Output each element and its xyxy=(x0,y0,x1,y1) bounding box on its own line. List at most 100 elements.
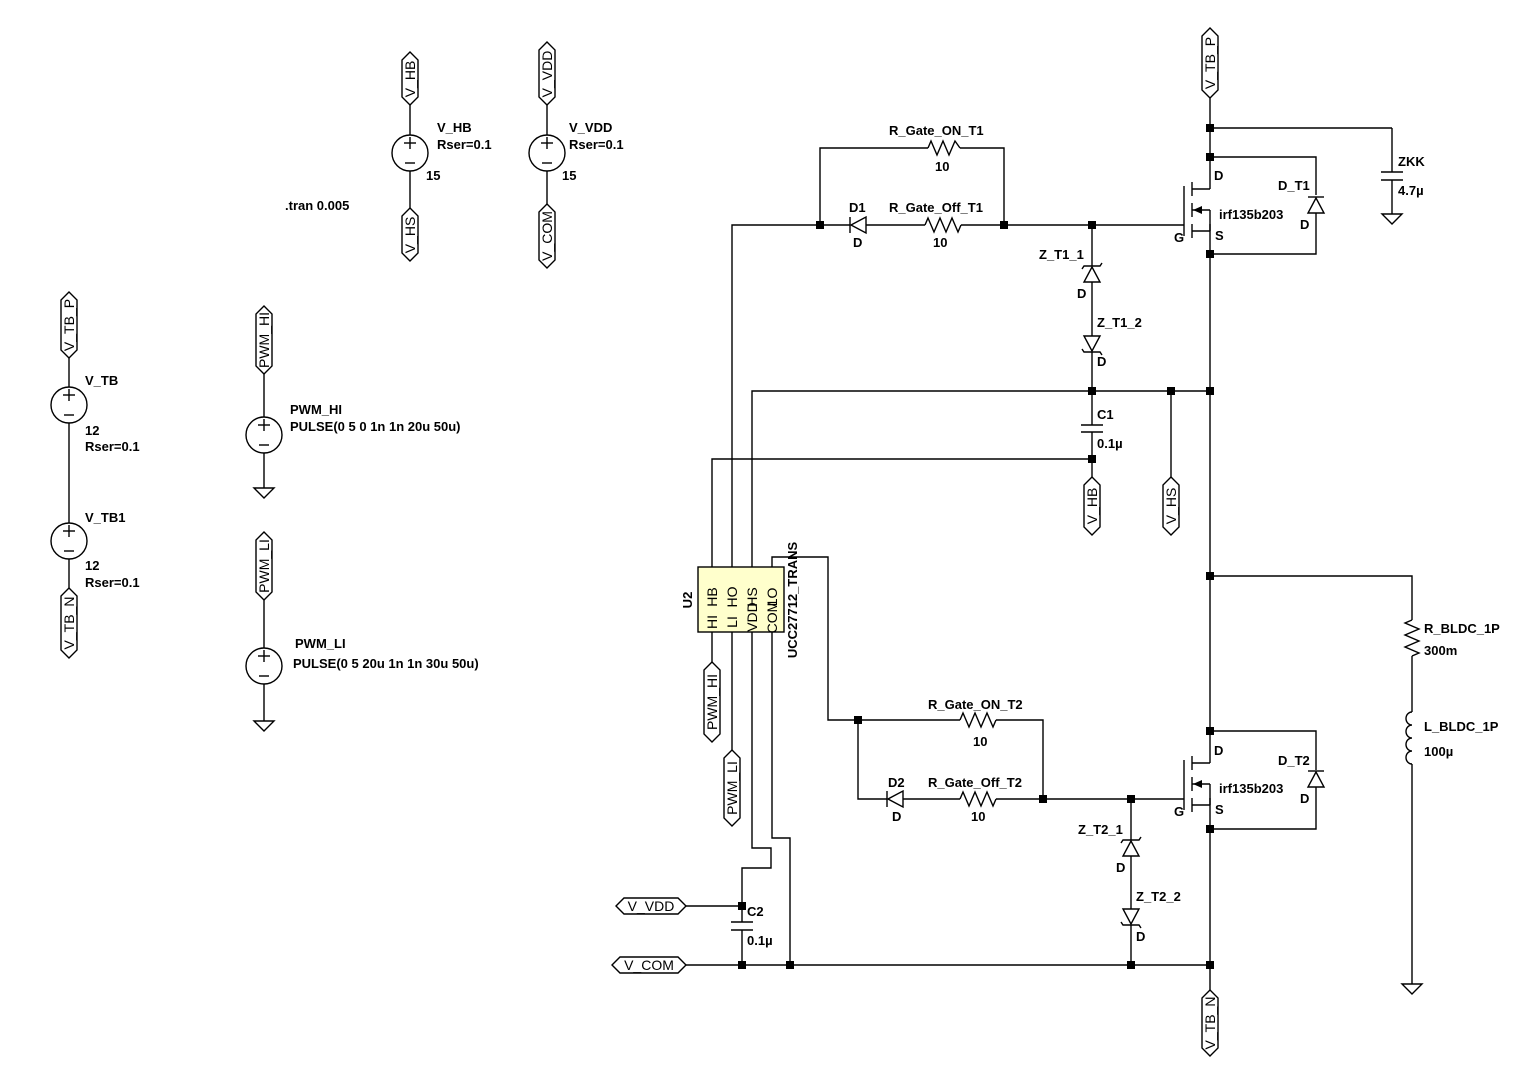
label-v-vdd: V_VDD xyxy=(569,120,612,135)
net-flag-text: V_TB_P xyxy=(1202,37,1218,89)
zener-z-t1-2[interactable] xyxy=(1081,335,1103,356)
label-d2: D2 xyxy=(888,775,905,790)
label-c2-value: 0.1µ xyxy=(747,933,773,948)
label-zkk: ZKK xyxy=(1398,154,1425,169)
label-z-t2-2: Z_T2_2 xyxy=(1136,889,1181,904)
label-v-hb: V_HB xyxy=(437,120,472,135)
voltage-source-v-vdd[interactable] xyxy=(528,134,566,172)
diode-d-t2[interactable] xyxy=(1306,770,1326,788)
driver-ic-u2[interactable]: HB HO HS LO HI LI VDD COM xyxy=(697,566,785,634)
label-r-bldc-1p-value: 300m xyxy=(1424,643,1457,658)
voltage-source-pwm-li[interactable] xyxy=(245,647,283,685)
resistor-r-gate-on-t2[interactable] xyxy=(959,711,997,729)
net-flag-text: V_TB_N xyxy=(1202,997,1218,1050)
net-flag-v-tb-n-left[interactable]: V_TB_N xyxy=(60,587,78,659)
net-flag-v-hb-right[interactable]: V_HB xyxy=(1083,476,1101,536)
net-flag-v-vdd-top[interactable]: V_VDD xyxy=(538,41,556,106)
net-flag-v-com-top[interactable]: V_COM xyxy=(538,203,556,269)
net-flag-v-com-bottom[interactable]: V_COM xyxy=(611,956,687,974)
diode-d-t1[interactable] xyxy=(1306,196,1326,214)
net-flag-text: PWM_HI xyxy=(704,674,720,730)
label-z-t2-1: Z_T2_1 xyxy=(1078,822,1123,837)
inductor-l-bldc-1p[interactable] xyxy=(1405,711,1413,765)
label-c2: C2 xyxy=(747,904,764,919)
net-flag-pwm-li-src[interactable]: PWM_LI xyxy=(255,531,273,601)
net-flag-v-tb-n-bottom[interactable]: V_TB_N xyxy=(1201,989,1219,1057)
net-flag-v-hs-right[interactable]: V_HS xyxy=(1162,476,1180,536)
resistor-r-gate-on-t1[interactable] xyxy=(927,139,961,157)
label-r-gate-off-t2-value: 10 xyxy=(971,809,985,824)
label-r-gate-off-t1-value: 10 xyxy=(933,235,947,250)
zener-z-t2-2[interactable] xyxy=(1120,908,1142,929)
net-flag-v-tb-p-left[interactable]: V_TB_P xyxy=(60,291,78,359)
net-flag-text: V_VDD xyxy=(539,51,555,98)
component-labels: V_HB Rser=0.1 15 V_VDD Rser=0.1 15 .tran… xyxy=(85,120,1500,948)
label-v-tb1-rser: Rser=0.1 xyxy=(85,575,140,590)
spice-directive-tran[interactable]: .tran 0.005 xyxy=(285,198,349,213)
label-v-tb1: V_TB1 xyxy=(85,510,125,525)
net-flag-v-tb-p-right[interactable]: V_TB_P xyxy=(1201,27,1219,99)
pin-hb: HB xyxy=(704,587,720,606)
voltage-source-v-hb[interactable] xyxy=(391,134,429,172)
zener-z-t1-1[interactable] xyxy=(1081,262,1103,283)
net-flag-text: V_HB xyxy=(402,61,418,98)
voltage-source-v-tb[interactable] xyxy=(50,386,88,424)
voltage-source-pwm-hi[interactable] xyxy=(245,416,283,454)
pin-com: COM xyxy=(764,601,780,634)
mosfet-t1[interactable] xyxy=(1183,182,1211,238)
capacitor-c2[interactable] xyxy=(731,921,753,931)
label-l-bldc-1p: L_BLDC_1P xyxy=(1424,719,1499,734)
label-t1-drain: D xyxy=(1214,168,1223,183)
mosfet-t2[interactable] xyxy=(1183,756,1211,812)
label-z-t1-1-model: D xyxy=(1077,286,1086,301)
diode-d1[interactable] xyxy=(849,215,867,235)
label-pwm-li: PWM_LI xyxy=(295,636,346,651)
zener-z-t2-1[interactable] xyxy=(1120,836,1142,857)
resistor-r-gate-off-t2[interactable] xyxy=(959,790,997,808)
voltage-source-v-tb1[interactable] xyxy=(50,522,88,560)
junctions xyxy=(738,124,1214,969)
net-flag-pwm-hi-u2[interactable]: PWM_HI xyxy=(703,661,721,743)
label-t1-source: S xyxy=(1215,228,1224,243)
label-u2: U2 xyxy=(680,592,695,609)
capacitor-c1[interactable] xyxy=(1081,424,1103,433)
net-flag-text: V_TB_N xyxy=(61,597,77,650)
label-z-t2-2-model: D xyxy=(1136,929,1145,944)
net-flag-text: V_VDD xyxy=(628,898,675,914)
net-flag-text: PWM_LI xyxy=(724,761,740,815)
net-flag-v-vdd-c2[interactable]: V_VDD xyxy=(615,897,687,915)
net-flag-text: V_HB xyxy=(1084,488,1100,525)
label-d1-model: D xyxy=(853,235,862,250)
resistor-r-gate-off-t1[interactable] xyxy=(924,216,962,234)
label-d1: D1 xyxy=(849,200,866,215)
net-flag-v-hs-top[interactable]: V_HS xyxy=(401,207,419,262)
net-flag-v-hb-top[interactable]: V_HB xyxy=(401,51,419,106)
net-flag-pwm-li-u2[interactable]: PWM_LI xyxy=(723,749,741,827)
label-z-t2-1-model: D xyxy=(1116,860,1125,875)
net-flag-pwm-hi-src[interactable]: PWM_HI xyxy=(255,305,273,375)
label-pwm-hi-value: PULSE(0 5 0 1n 1n 20u 50u) xyxy=(290,419,461,434)
label-r-gate-on-t1-value: 10 xyxy=(935,159,949,174)
ground-icon xyxy=(252,720,276,732)
label-d-t1: D_T1 xyxy=(1278,178,1310,193)
label-t2-model: irf135b203 xyxy=(1219,781,1283,796)
label-pwm-hi: PWM_HI xyxy=(290,402,342,417)
label-t2-gate: G xyxy=(1174,804,1184,819)
label-d-t1-model: D xyxy=(1300,217,1309,232)
ground-icon xyxy=(1400,983,1424,995)
label-d-t2-model: D xyxy=(1300,791,1309,806)
label-z-t1-2: Z_T1_2 xyxy=(1097,315,1142,330)
label-v-hb-value: 15 xyxy=(426,168,440,183)
net-flag-text: PWM_LI xyxy=(256,539,272,593)
pin-hs: HS xyxy=(744,587,760,606)
pin-vdd: VDD xyxy=(744,602,760,632)
label-v-vdd-rser: Rser=0.1 xyxy=(569,137,624,152)
capacitor-zkk[interactable] xyxy=(1381,171,1403,181)
resistor-r-bldc-1p[interactable] xyxy=(1403,619,1421,657)
diode-d2[interactable] xyxy=(886,789,904,809)
label-t1-gate: G xyxy=(1174,230,1184,245)
wires xyxy=(68,90,1413,990)
label-v-tb: V_TB xyxy=(85,373,118,388)
label-t2-drain: D xyxy=(1214,743,1223,758)
